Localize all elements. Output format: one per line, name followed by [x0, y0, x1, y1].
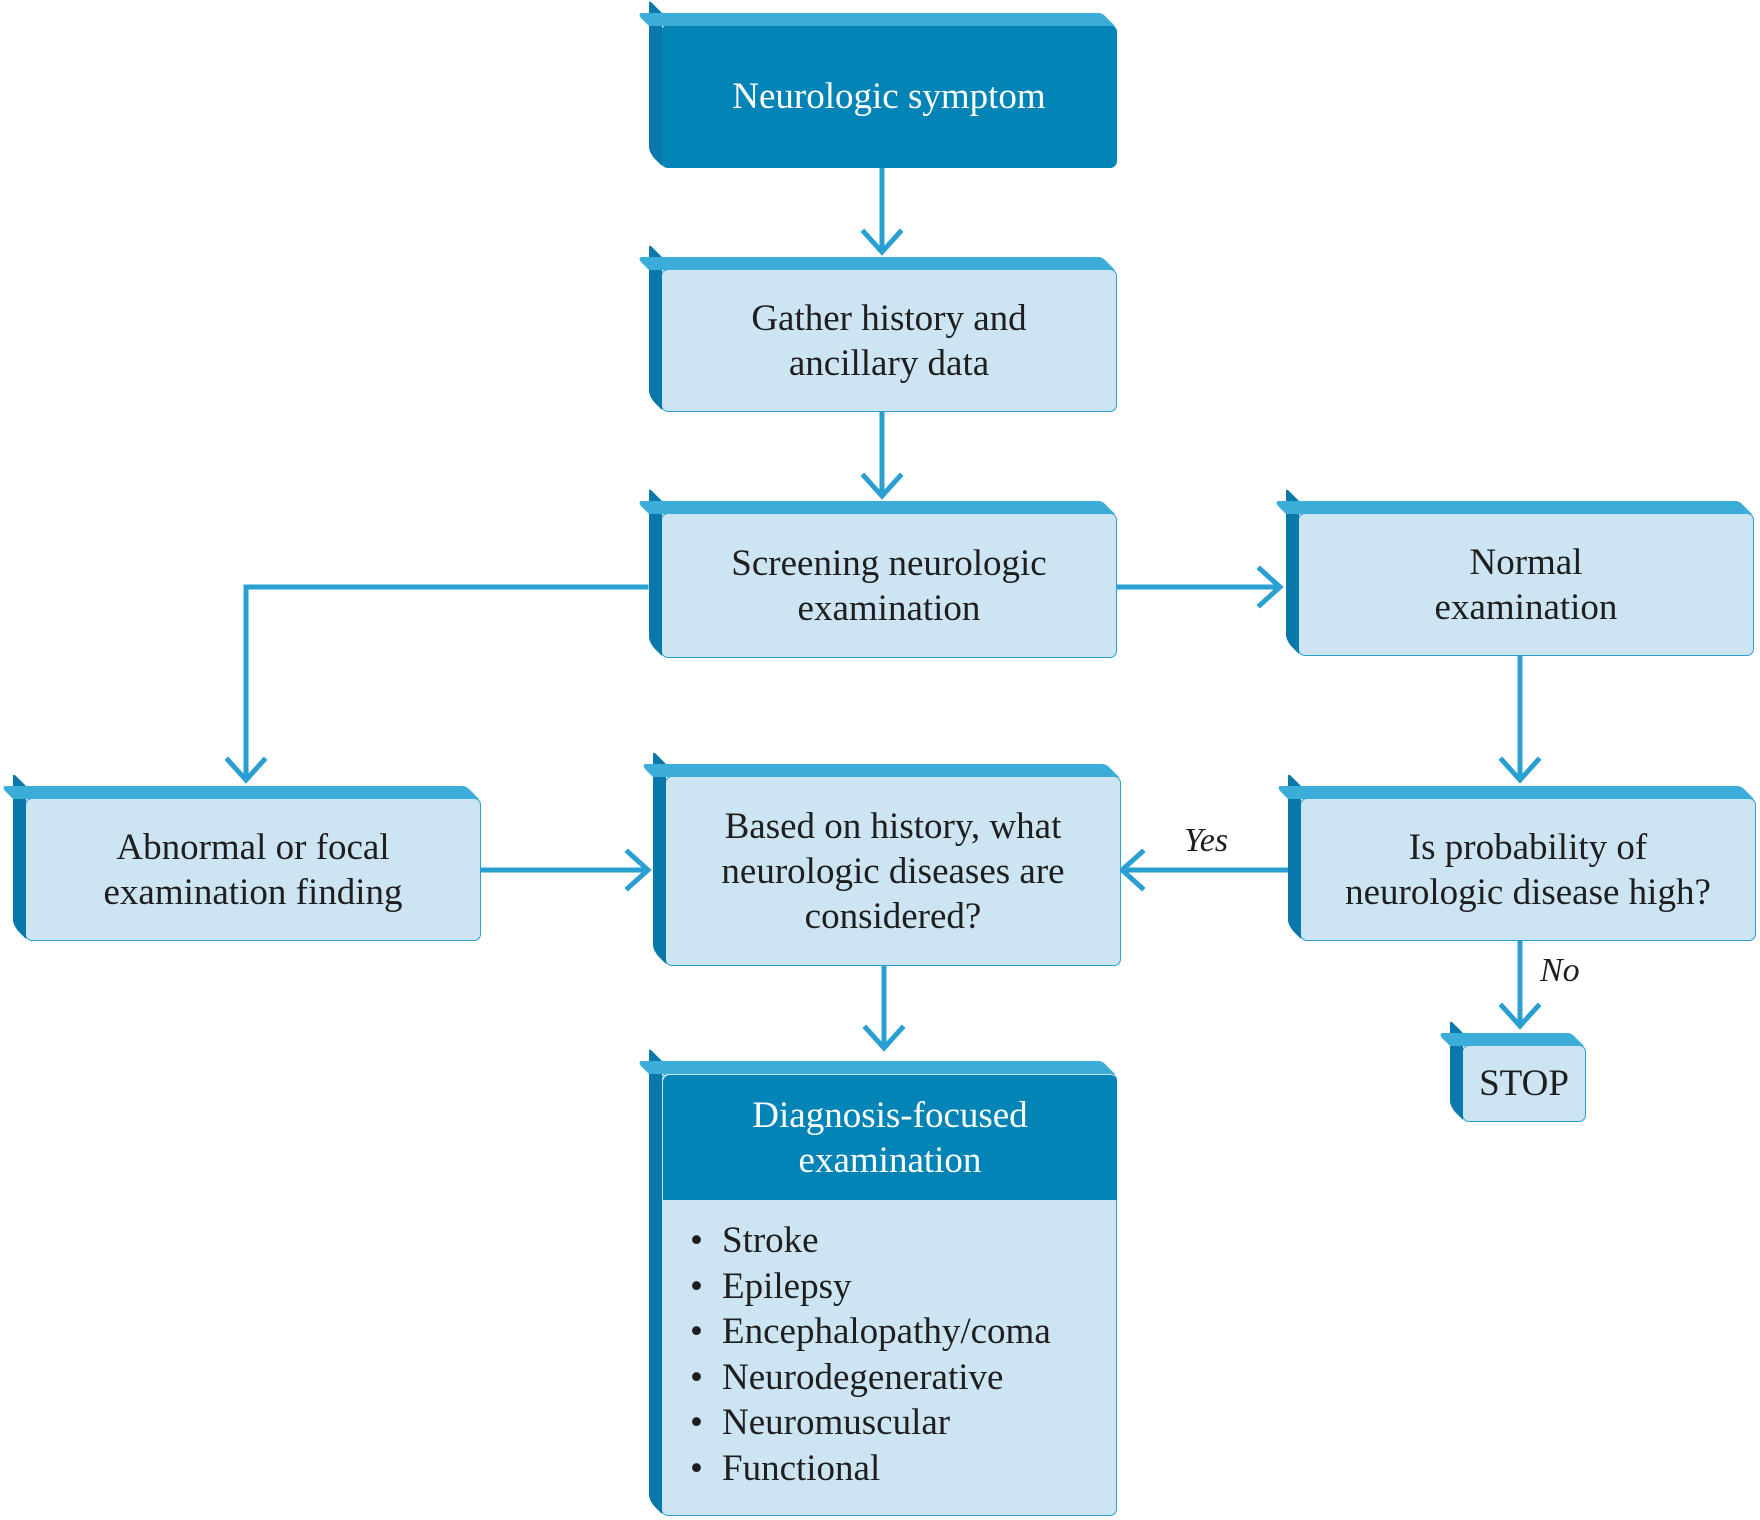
list-item-label: Epilepsy	[722, 1265, 852, 1307]
node-stop: STOP	[1462, 1045, 1586, 1122]
list-item: Neuromuscular	[690, 1400, 1051, 1446]
node-normal-exam-label: Normal examination	[1434, 541, 1618, 628]
node-stop-label: STOP	[1479, 1063, 1569, 1104]
list-item: Functional	[690, 1446, 1051, 1492]
node-neurologic-symptom-label: Neurologic symptom	[732, 76, 1046, 117]
node-screening-exam: Screening neurologic examination	[661, 513, 1117, 658]
list-item-label: Encephalopathy/coma	[722, 1311, 1051, 1352]
node-normal-exam: Normal examination	[1298, 513, 1754, 656]
arrow-screening-to-normal	[1115, 565, 1284, 609]
node-diseases-considered-label: Based on history, what neurologic diseas…	[721, 805, 1065, 937]
list-item-label: Neuromuscular	[722, 1402, 951, 1443]
list-item: Epilepsy	[690, 1264, 1051, 1310]
node-diseases-considered: Based on history, what neurologic diseas…	[665, 776, 1121, 966]
list-item-label: Neurodegenerative	[722, 1356, 1004, 1398]
arrow-normal-to-probability	[1498, 655, 1542, 784]
list-item: Stroke	[690, 1218, 1051, 1264]
node-abnormal-exam: Abnormal or focal examination finding	[25, 798, 481, 941]
node-neurologic-symptom: Neurologic symptom	[661, 25, 1117, 168]
diagnosis-list: Stroke Epilepsy Encephalopathy/coma Neur…	[690, 1218, 1051, 1491]
arrow-abnormal-to-diseases	[479, 848, 652, 892]
node-diagnosis-focused-title-label: Diagnosis-focused examination	[752, 1094, 1028, 1181]
node-gather-history: Gather history and ancillary data	[661, 269, 1117, 412]
arrow-probability-to-diseases	[1118, 848, 1291, 892]
arrow-history-to-screening	[860, 409, 904, 500]
node-probability-high-label: Is probability of neurologic disease hig…	[1345, 826, 1711, 913]
edge-label-no: No	[1540, 952, 1580, 989]
node-diagnosis-focused-title: Diagnosis-focused examination	[663, 1075, 1117, 1200]
list-item: Encephalopathy/coma	[690, 1309, 1051, 1355]
list-item: Neurodegenerative	[690, 1355, 1051, 1401]
arrow-symptom-to-history	[860, 164, 904, 256]
node-abnormal-exam-label: Abnormal or focal examination finding	[103, 826, 403, 913]
edge-label-yes: Yes	[1184, 822, 1229, 859]
node-screening-exam-label: Screening neurologic examination	[731, 542, 1047, 629]
node-probability-high: Is probability of neurologic disease hig…	[1300, 798, 1756, 941]
list-item-label: Stroke	[722, 1220, 819, 1261]
list-item-label: Functional	[722, 1447, 881, 1489]
arrow-diseases-to-diagnosis	[862, 963, 906, 1052]
arrow-screening-to-abnormal	[224, 584, 649, 784]
arrow-probability-to-stop	[1498, 937, 1542, 1030]
node-gather-history-label: Gather history and ancillary data	[751, 297, 1027, 384]
